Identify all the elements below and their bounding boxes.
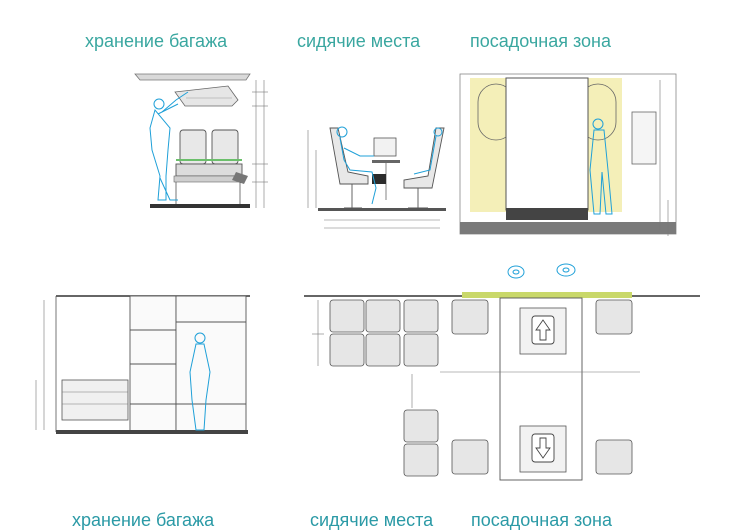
seat-cushion [175, 163, 243, 177]
label-luggage-storage-top: хранение багажа [85, 31, 228, 51]
laptop [373, 137, 397, 157]
label-luggage-storage-bottom: хранение багажа [72, 510, 215, 530]
label-seating-top: сидячие места [297, 31, 421, 51]
floor-line [150, 204, 250, 208]
door-opening [505, 77, 589, 211]
person-head-icon [507, 263, 576, 279]
overhead-rack [174, 85, 239, 107]
footrest [232, 172, 248, 184]
shelf-unit-right [175, 295, 247, 433]
label-seating-bottom: сидячие места [310, 510, 434, 530]
luggage-bench [61, 379, 129, 421]
seat-blocks [329, 299, 633, 477]
platform [460, 222, 676, 234]
wall-panel [631, 111, 657, 165]
dimension-lines [252, 80, 268, 208]
boarding-zone-elevation [459, 73, 677, 236]
label-boarding-zone-bottom: посадочная зона [471, 510, 612, 530]
luggage-storage-section [134, 73, 268, 208]
person-figure-2 [189, 332, 211, 431]
seating-boarding-plan [304, 263, 700, 481]
luggage-rack-elevation [35, 295, 250, 434]
seating-dimensions [307, 130, 440, 229]
standing-person-figure [589, 118, 613, 215]
door-threshold [506, 208, 588, 220]
seat-left [329, 127, 369, 185]
arrow-down-icon [531, 433, 555, 463]
seating-side-section [307, 126, 446, 229]
table-top [372, 160, 400, 163]
seat-back-left [179, 129, 207, 165]
arrow-up-icon [531, 315, 555, 345]
label-boarding-zone-top: посадочная зона [470, 31, 611, 51]
person-figure [149, 91, 189, 201]
seated-person-figure [336, 126, 443, 205]
ceiling-panel [134, 73, 251, 81]
bag [372, 174, 386, 184]
plan-dimensions [312, 300, 640, 408]
seat-back-right [211, 129, 239, 165]
seat-right [403, 127, 445, 189]
threshold-strip [462, 292, 632, 298]
